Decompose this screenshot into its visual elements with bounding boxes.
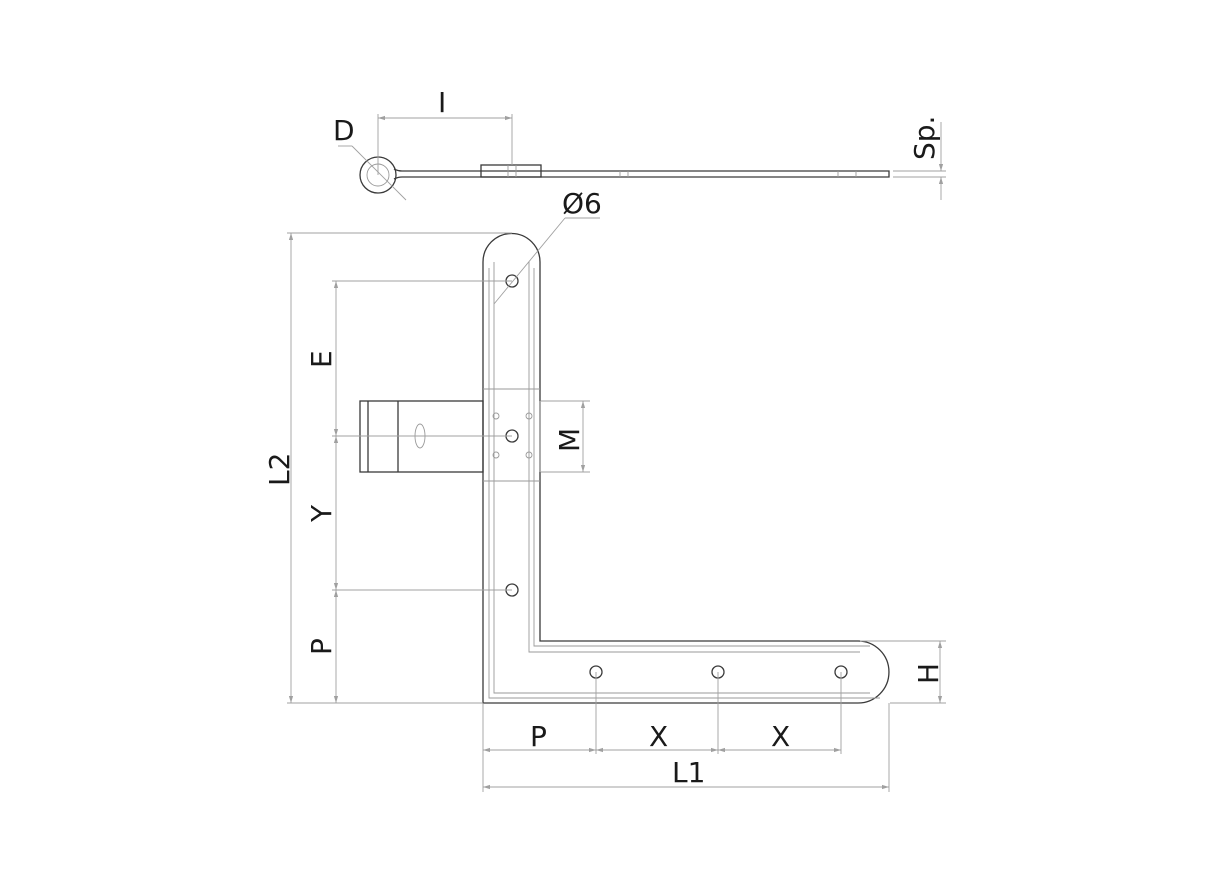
h-label: H bbox=[912, 663, 945, 684]
leaf-profile bbox=[480, 164, 542, 178]
angle-plate-outline bbox=[482, 232, 890, 704]
strap bbox=[359, 400, 484, 473]
hole-leader bbox=[493, 217, 566, 305]
l1-label: L1 bbox=[672, 756, 705, 789]
plate-profile bbox=[393, 168, 890, 180]
p-horizontal-label: P bbox=[530, 720, 547, 753]
p-vertical-label: P bbox=[305, 638, 338, 655]
d-dimension-line bbox=[351, 145, 407, 201]
hole-diameter-label: Ø6 bbox=[562, 187, 602, 220]
x2-label: X bbox=[771, 720, 790, 753]
m-label: M bbox=[553, 428, 586, 452]
l2-label: L2 bbox=[263, 453, 296, 486]
sp-label: Sp. bbox=[908, 116, 941, 160]
mounting-holes bbox=[505, 274, 848, 679]
side-view: D I Sp. bbox=[333, 86, 946, 201]
y-label: Y bbox=[305, 504, 338, 523]
i-label: I bbox=[438, 86, 446, 119]
d-label: D bbox=[333, 114, 355, 147]
front-view: Ø6 L2 E Y P M H P X X bbox=[263, 187, 946, 792]
e-label: E bbox=[305, 350, 338, 368]
x1-label: X bbox=[649, 720, 668, 753]
